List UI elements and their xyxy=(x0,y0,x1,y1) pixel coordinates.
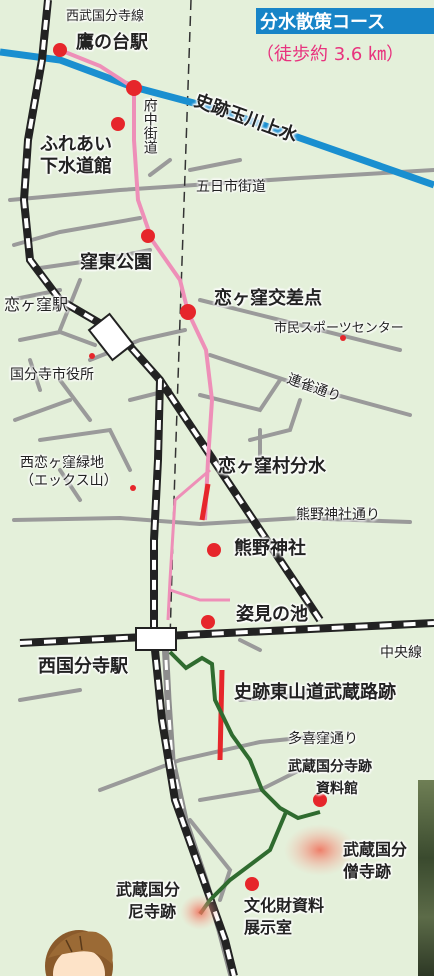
route-north xyxy=(59,48,215,521)
seibu-kokubunji-line xyxy=(19,0,324,623)
kumano-shrine-label[interactable]: 熊野神社 xyxy=(234,538,306,559)
museum-dot xyxy=(313,793,327,807)
sports-center-dot xyxy=(340,335,346,341)
bunkazai-dot xyxy=(245,877,259,891)
sugatami-dot xyxy=(201,615,215,629)
niji-ruin-glow xyxy=(180,894,220,930)
seibu-line-label: 西武国分寺線 xyxy=(66,9,145,24)
chuo-line xyxy=(19,619,434,647)
road-tosando-1 xyxy=(238,684,336,702)
kubohigashi-label[interactable]: 窪東公園 xyxy=(80,252,152,273)
takikubo-label: 多喜窪通り xyxy=(288,731,358,747)
kubohigashi-dot xyxy=(141,229,155,243)
minor-roads xyxy=(8,158,434,902)
fureai-label-2[interactable]: 下水道館 xyxy=(40,156,112,177)
bunsui-label[interactable]: 恋ヶ窪村分水 xyxy=(218,456,326,477)
road-mid xyxy=(198,378,302,462)
fuchu-kaido-road xyxy=(169,0,192,641)
guide-character-avatar xyxy=(45,930,113,976)
soji-ruin-glow xyxy=(284,824,356,876)
sugatami-label[interactable]: 姿見の池 xyxy=(236,604,308,625)
nishikokubunji-station-label[interactable]: 西国分寺駅 xyxy=(38,656,128,677)
museum-label-2[interactable]: 資料館 xyxy=(316,781,358,797)
road-west-2 xyxy=(38,248,152,270)
koigakubo-crossing-label[interactable]: 恋ヶ窪交差点 xyxy=(214,288,322,309)
map-title: 分水散策コース xyxy=(256,8,434,34)
nijiato-label-1[interactable]: 武蔵国分 xyxy=(116,880,181,899)
sports-center-label[interactable]: 市民スポーツセンター xyxy=(274,321,404,336)
road-sports xyxy=(198,298,402,352)
road-south-1 xyxy=(198,768,302,802)
historic-segment-1 xyxy=(199,483,211,521)
fureai-label-1[interactable]: ふれあい xyxy=(40,134,112,155)
site-photo xyxy=(418,780,434,976)
kumano-street-label: 熊野神社通り xyxy=(296,507,380,523)
tosando-label[interactable]: 史跡東山道武蔵路跡 xyxy=(234,682,396,703)
bunkazai-label-2[interactable]: 展示室 xyxy=(244,918,293,937)
tamagawa-junction-dot xyxy=(126,80,142,96)
road-south-3 xyxy=(18,638,262,702)
road-west-grid xyxy=(8,278,97,422)
road-itsukaichi xyxy=(8,168,434,202)
city-hall-label[interactable]: 国分寺市役所 xyxy=(10,367,94,383)
nijiato-label-2[interactable]: 尼寺跡 xyxy=(128,902,177,921)
city-hall-dot xyxy=(89,353,95,359)
road-kumano xyxy=(12,515,412,527)
museum-label-1[interactable]: 武蔵国分寺跡 xyxy=(288,759,372,775)
road-renjaku xyxy=(208,353,412,417)
takanodai-station-label[interactable]: 鷹の台駅 xyxy=(76,32,148,53)
nishikoigakubo-label-1[interactable]: 西恋ヶ窪緑地 xyxy=(20,455,104,471)
tamagawa-canal xyxy=(0,48,434,189)
nishikokubunji-station-box xyxy=(135,627,177,651)
fuchu-kaido-label: 府中街道 xyxy=(141,98,158,154)
road-nishikoi xyxy=(38,427,132,502)
koigakubo-crossing-dot xyxy=(180,304,196,320)
sojiato-label-1[interactable]: 武蔵国分 xyxy=(343,840,408,859)
sojiato-label-2[interactable]: 僧寺跡 xyxy=(343,862,392,881)
spots xyxy=(53,43,346,891)
road-north-small xyxy=(148,158,242,177)
fureai-dot xyxy=(111,117,125,131)
bunkazai-label-1[interactable]: 文化財資料 xyxy=(244,896,325,915)
koigakubo-station-box xyxy=(87,312,135,362)
map-subtitle: （徒歩約 3.6 ㎞） xyxy=(256,44,405,65)
koigakubo-station-label[interactable]: 恋ヶ窪駅 xyxy=(4,295,69,314)
itsukaichi-label: 五日市街道 xyxy=(196,179,266,195)
nishikoigakubo-label-2[interactable]: （エックス山） xyxy=(20,473,118,489)
sugatami-loop xyxy=(166,468,230,621)
nishikoigakubo-dot xyxy=(130,485,136,491)
road-south-2 xyxy=(188,818,233,902)
chuo-line-label: 中央線 xyxy=(380,645,422,661)
takanodai-station-dot xyxy=(53,43,67,57)
road-west-1 xyxy=(12,216,142,247)
kumano-shrine-dot xyxy=(207,543,221,557)
